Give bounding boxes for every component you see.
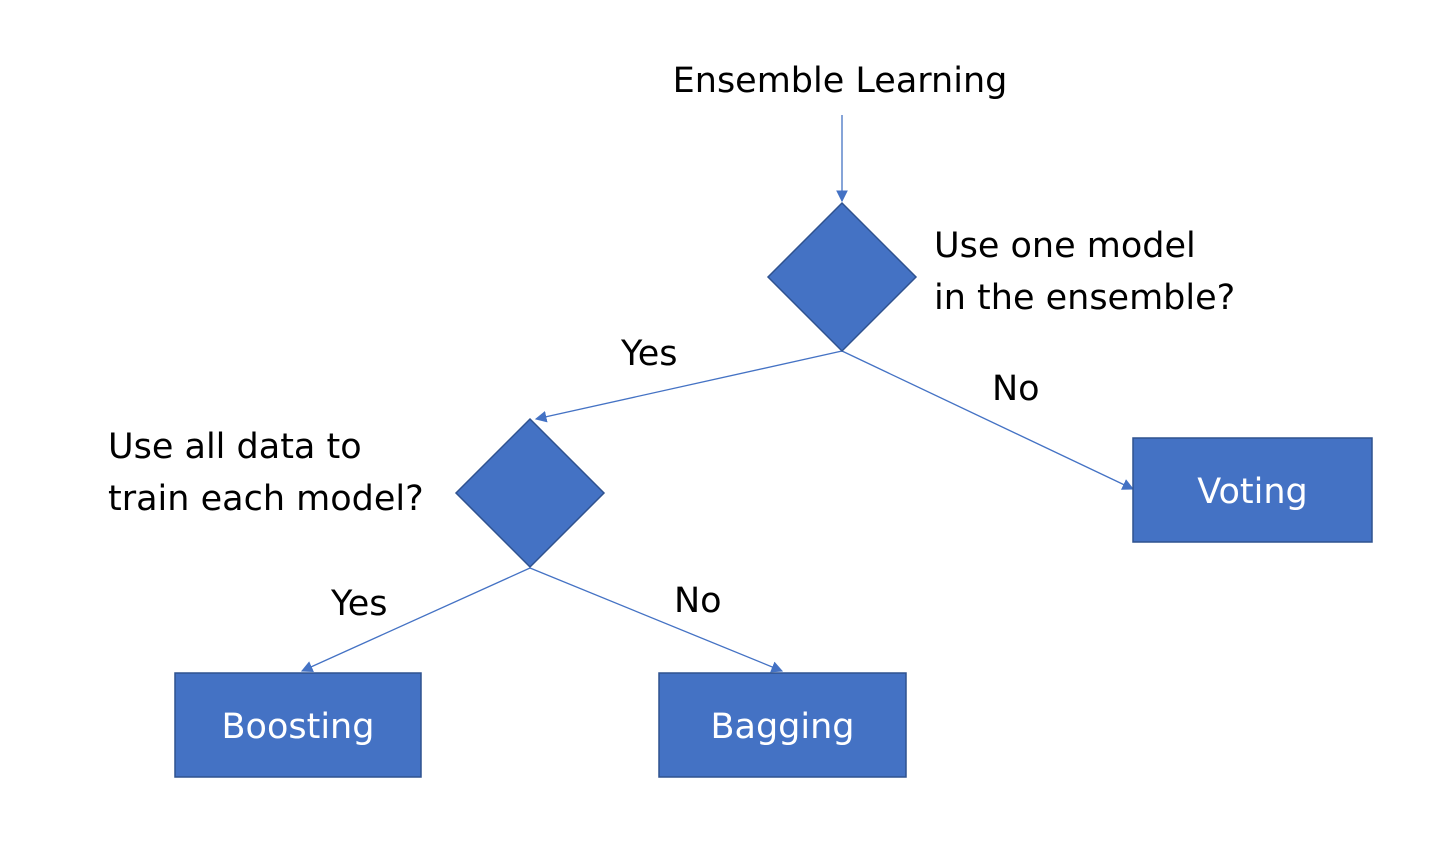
arrow-decision-one-no — [841, 350, 1135, 490]
edge-label-all-data-yes: Yes — [330, 584, 388, 624]
decision-all-data-line1: Use all data to — [108, 427, 362, 467]
edge-label-one-model-yes: Yes — [620, 334, 678, 374]
outcome-box-boosting — [174, 672, 422, 778]
edge-label-all-data-no: No — [674, 581, 722, 621]
decision-diamond-all-data — [454, 417, 606, 569]
decision-all-data-line2: train each model? — [108, 479, 424, 519]
decision-one-model-line1: Use one model — [934, 226, 1196, 266]
outcome-box-bagging — [658, 672, 907, 778]
outcome-box-voting — [1132, 437, 1373, 543]
outcome-label-voting: Voting — [1197, 472, 1308, 512]
arrow-decision-two-no — [529, 567, 784, 673]
decision-diamond-one-model — [766, 201, 918, 353]
diagram-title: Ensemble Learning — [673, 61, 1008, 101]
edge-label-one-model-no: No — [992, 369, 1040, 409]
arrow-decision-two-yes — [300, 567, 531, 672]
outcome-label-boosting: Boosting — [222, 707, 375, 747]
arrow-decision-one-yes — [534, 350, 843, 423]
outcome-label-bagging: Bagging — [710, 707, 854, 747]
decision-one-model-line2: in the ensemble? — [934, 278, 1235, 318]
